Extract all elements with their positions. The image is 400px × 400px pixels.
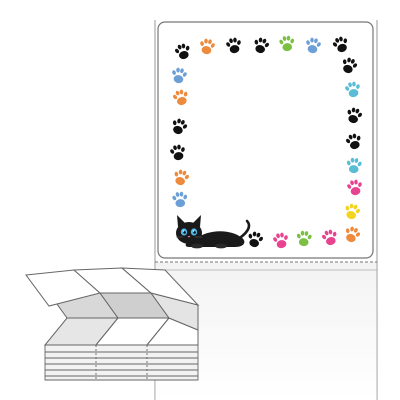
stack-top-sheets [43,317,199,346]
stack-body [44,344,199,381]
fanfold-label-stack [25,267,200,381]
unfolded-top-sheets [25,267,200,307]
label-sheet [157,21,374,259]
lying-cat-illustration [176,215,251,249]
